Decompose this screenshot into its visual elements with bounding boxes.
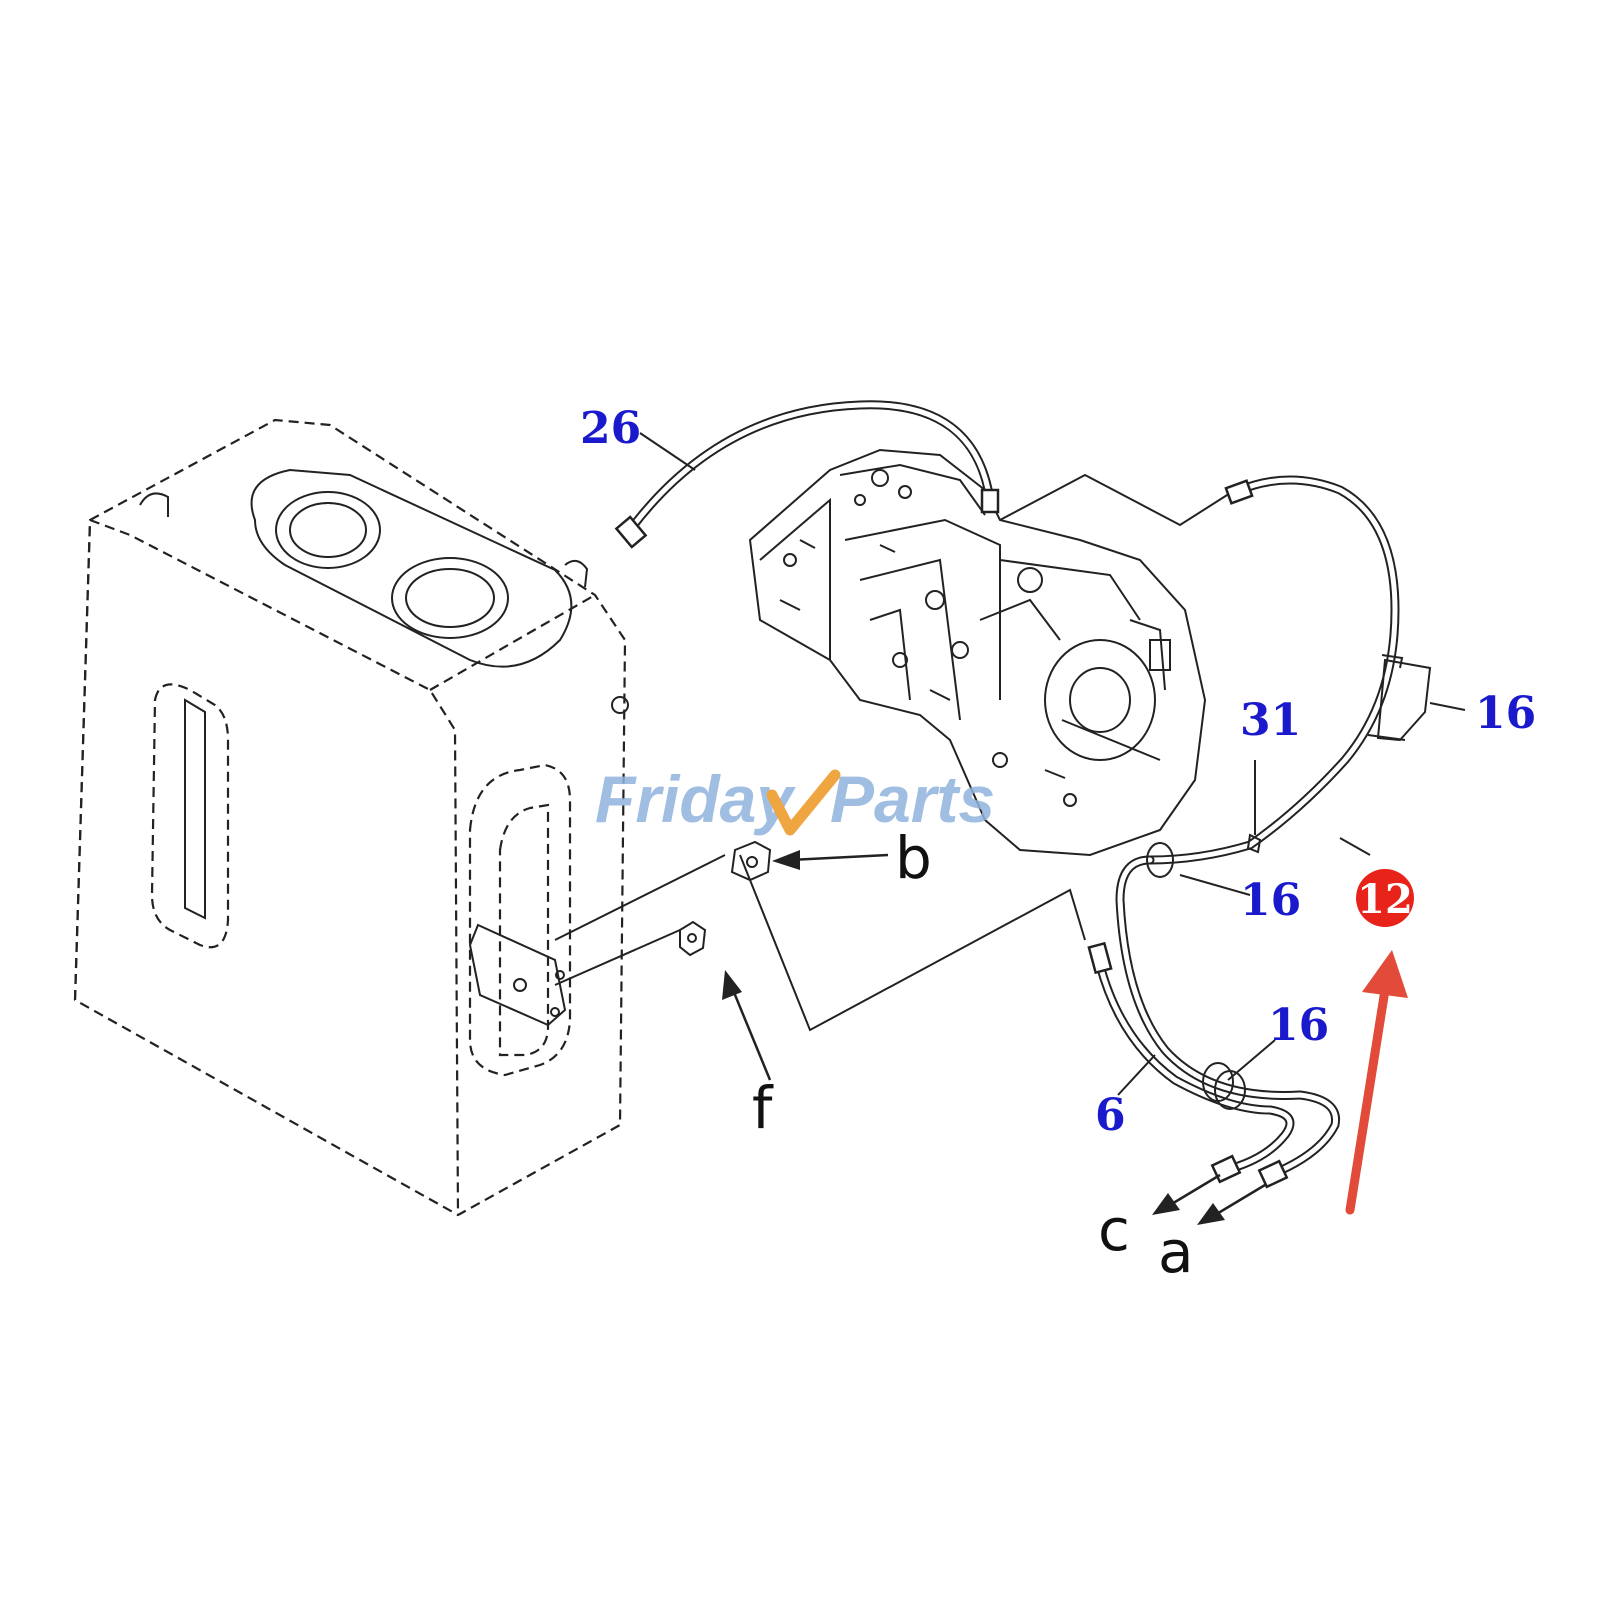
clamp-16-mid [1146,842,1174,878]
highlight-arrow [1345,950,1408,1215]
callout-26[interactable]: 26 [580,403,641,454]
watermark-parts: Parts [830,762,995,836]
clamp-31 [1246,833,1262,854]
callout-leaders [639,432,1466,1096]
callout-16-mid[interactable]: 16 [1240,875,1301,926]
port-c: c [1098,1196,1130,1264]
fitting-b [730,840,772,882]
watermark: Friday Parts [595,762,995,836]
callout-6[interactable]: 6 [1095,1090,1126,1141]
hydraulic-tank [73,418,629,1217]
port-b: b [895,824,932,892]
callout-16-lower[interactable]: 16 [1268,1000,1329,1051]
callout-31[interactable]: 31 [1240,695,1301,746]
hose-6 [1087,855,1341,1189]
hydraulic-pump [748,448,1207,857]
port-f: f [752,1074,774,1142]
port-arrows [722,850,1266,1225]
hose-12 [1145,475,1400,865]
fitting-f [679,920,707,957]
callout-12: 12 [1357,876,1413,923]
port-leaders [554,473,1236,1032]
clamp-16-right [1367,654,1432,742]
clamp-16-lower [1202,1062,1246,1110]
watermark-friday: Friday [595,762,796,836]
hose-26 [614,400,1000,549]
highlight-marker-12[interactable]: 12 [1356,869,1414,927]
callout-16-right[interactable]: 16 [1475,688,1536,739]
watermark-check-icon [766,769,841,836]
port-a: a [1158,1218,1194,1286]
port-labels: b f c a [752,824,1194,1286]
callout-labels: 26 16 31 16 16 6 [580,403,1536,1141]
